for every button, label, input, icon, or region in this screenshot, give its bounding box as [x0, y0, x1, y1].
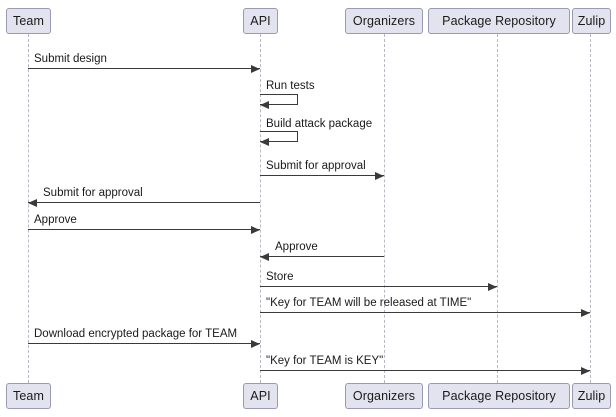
message-label-m11: "Key for TEAM is KEY": [266, 355, 384, 367]
message-self-loop-m3: [260, 131, 298, 142]
participant-repo-bottom[interactable]: Package Repository: [428, 383, 570, 409]
participant-repo-top[interactable]: Package Repository: [428, 8, 570, 34]
lifeline-api: [260, 34, 261, 383]
arrow-head-m11: [581, 367, 590, 375]
participant-label: Zulip: [577, 14, 606, 28]
message-label-m5: Submit for approval: [43, 187, 143, 199]
message-label-m9: "Key for TEAM will be released at TIME": [266, 297, 472, 309]
participant-api-bottom[interactable]: API: [243, 383, 278, 409]
participant-label: Package Repository: [442, 389, 556, 403]
message-label-m1: Submit design: [34, 53, 107, 65]
message-label-m3: Build attack package: [266, 118, 373, 130]
participant-label: Organizers: [352, 14, 416, 28]
arrow-head-m10: [251, 340, 260, 348]
message-label-m6: Approve: [34, 214, 77, 226]
message-self-loop-m2: [260, 94, 298, 105]
message-line-m5: [28, 202, 260, 203]
arrow-head-m6: [251, 226, 260, 234]
participant-label: Team: [13, 14, 44, 28]
message-line-m7: [260, 256, 384, 257]
participant-label: Team: [13, 389, 44, 403]
participant-zulip-top[interactable]: Zulip: [572, 8, 611, 34]
participant-team-top[interactable]: Team: [6, 8, 51, 34]
participant-api-top[interactable]: API: [243, 8, 278, 34]
arrow-head-m3: [260, 138, 269, 146]
message-label-m4: Submit for approval: [266, 160, 366, 172]
message-label-m2: Run tests: [266, 80, 315, 92]
message-line-m9: [260, 312, 590, 313]
participant-label: Zulip: [577, 389, 606, 403]
participant-org-top[interactable]: Organizers: [345, 8, 423, 34]
message-label-m7: Approve: [275, 241, 318, 253]
message-line-m1: [28, 68, 260, 69]
arrow-head-m5: [28, 199, 37, 207]
message-line-m4: [260, 175, 384, 176]
lifeline-zulip: [590, 34, 591, 383]
message-line-m11: [260, 370, 590, 371]
participant-label: API: [250, 389, 271, 403]
arrow-head-m7: [260, 253, 269, 261]
participant-org-bottom[interactable]: Organizers: [345, 383, 423, 409]
arrow-head-m1: [251, 65, 260, 73]
participant-zulip-bottom[interactable]: Zulip: [572, 383, 611, 409]
arrow-head-m2: [260, 101, 269, 109]
message-line-m8: [260, 286, 497, 287]
lifeline-team: [28, 34, 29, 383]
participant-label: Package Repository: [442, 14, 556, 28]
arrow-head-m8: [488, 283, 497, 291]
lifeline-repo: [497, 34, 498, 383]
lifeline-org: [384, 34, 385, 383]
arrow-head-m9: [581, 309, 590, 317]
participant-label: API: [250, 14, 271, 28]
message-line-m6: [28, 229, 260, 230]
participant-team-bottom[interactable]: Team: [6, 383, 51, 409]
message-label-m8: Store: [266, 271, 294, 283]
message-line-m10: [28, 343, 260, 344]
message-label-m10: Download encrypted package for TEAM: [34, 328, 238, 340]
arrow-head-m4: [375, 172, 384, 180]
participant-label: Organizers: [352, 389, 416, 403]
